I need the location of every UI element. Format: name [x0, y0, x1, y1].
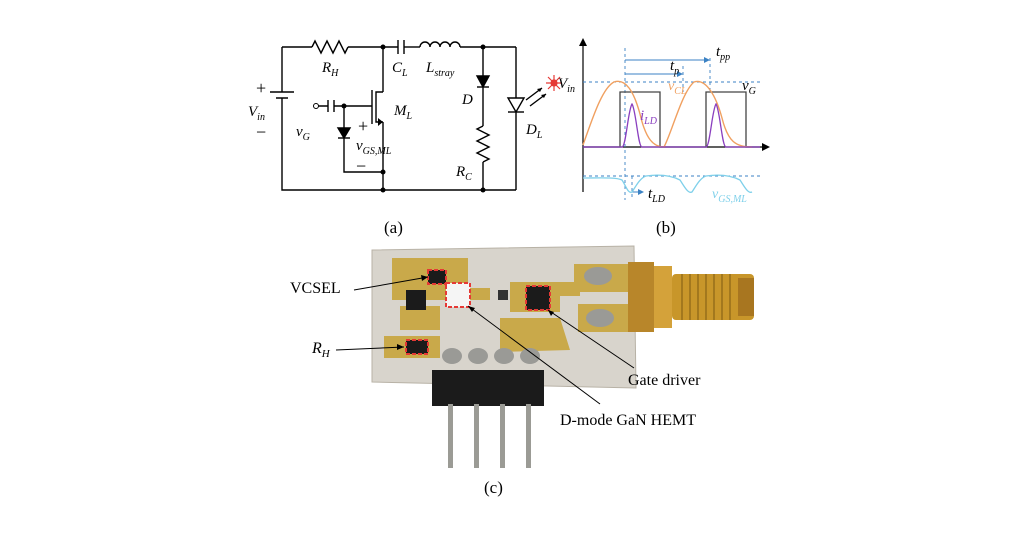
lstray-inductor	[419, 41, 461, 48]
callout-lines	[335, 276, 635, 405]
gate-driver-callout: Gate driver	[628, 372, 701, 389]
caption-a: (a)	[384, 218, 403, 237]
gate-driver-chip	[525, 285, 551, 311]
vgs-minus: −	[356, 156, 366, 176]
d-label: D	[461, 92, 473, 108]
vcl-label: vCL	[668, 79, 687, 97]
gan-hemt	[445, 282, 471, 308]
tld-label: tLD	[648, 186, 666, 205]
sma-connector	[628, 262, 754, 332]
vin-minus: −	[256, 122, 266, 142]
caption-b: (b)	[656, 218, 676, 237]
ild-label: iLD	[640, 108, 658, 127]
dl-label: DL	[525, 122, 543, 141]
laser-emission-icon	[546, 75, 562, 91]
header-pins	[448, 404, 531, 468]
wave-vin-label: Vin	[558, 76, 575, 95]
tpp-label: tpp	[716, 44, 730, 63]
rc-label: RC	[455, 164, 472, 183]
rh-resistor-chip	[405, 339, 429, 355]
vg-label: vG	[296, 124, 310, 143]
rh-callout: RH	[312, 340, 330, 361]
caption-c: (c)	[484, 478, 503, 497]
cl-label: CL	[392, 60, 408, 79]
vgsml-label: vGS,ML	[712, 187, 747, 205]
rh-label: RH	[321, 60, 339, 79]
rc-resistor	[475, 125, 491, 163]
vgs-waveform	[582, 174, 753, 193]
pin-header	[432, 370, 544, 406]
vcsel-chip	[427, 269, 447, 285]
chip-ic	[406, 290, 426, 310]
lstray-label: Lstray	[425, 60, 455, 79]
vg-wave-label: vG	[742, 78, 756, 97]
vcsel-callout: VCSEL	[290, 280, 341, 297]
timing-markers	[583, 48, 760, 200]
vin-plus: +	[256, 78, 266, 98]
hemt-callout: D-mode GaN HEMT	[560, 412, 696, 429]
solder-joints	[442, 267, 614, 364]
vgs-plus: +	[358, 116, 368, 136]
rh-resistor	[311, 39, 349, 55]
tp-label: tp	[670, 58, 679, 77]
ild-waveform	[583, 102, 760, 148]
ml-label: ML	[393, 103, 413, 122]
vin-label: Vin	[248, 104, 265, 123]
vgs-label: vGS,ML	[356, 138, 392, 157]
